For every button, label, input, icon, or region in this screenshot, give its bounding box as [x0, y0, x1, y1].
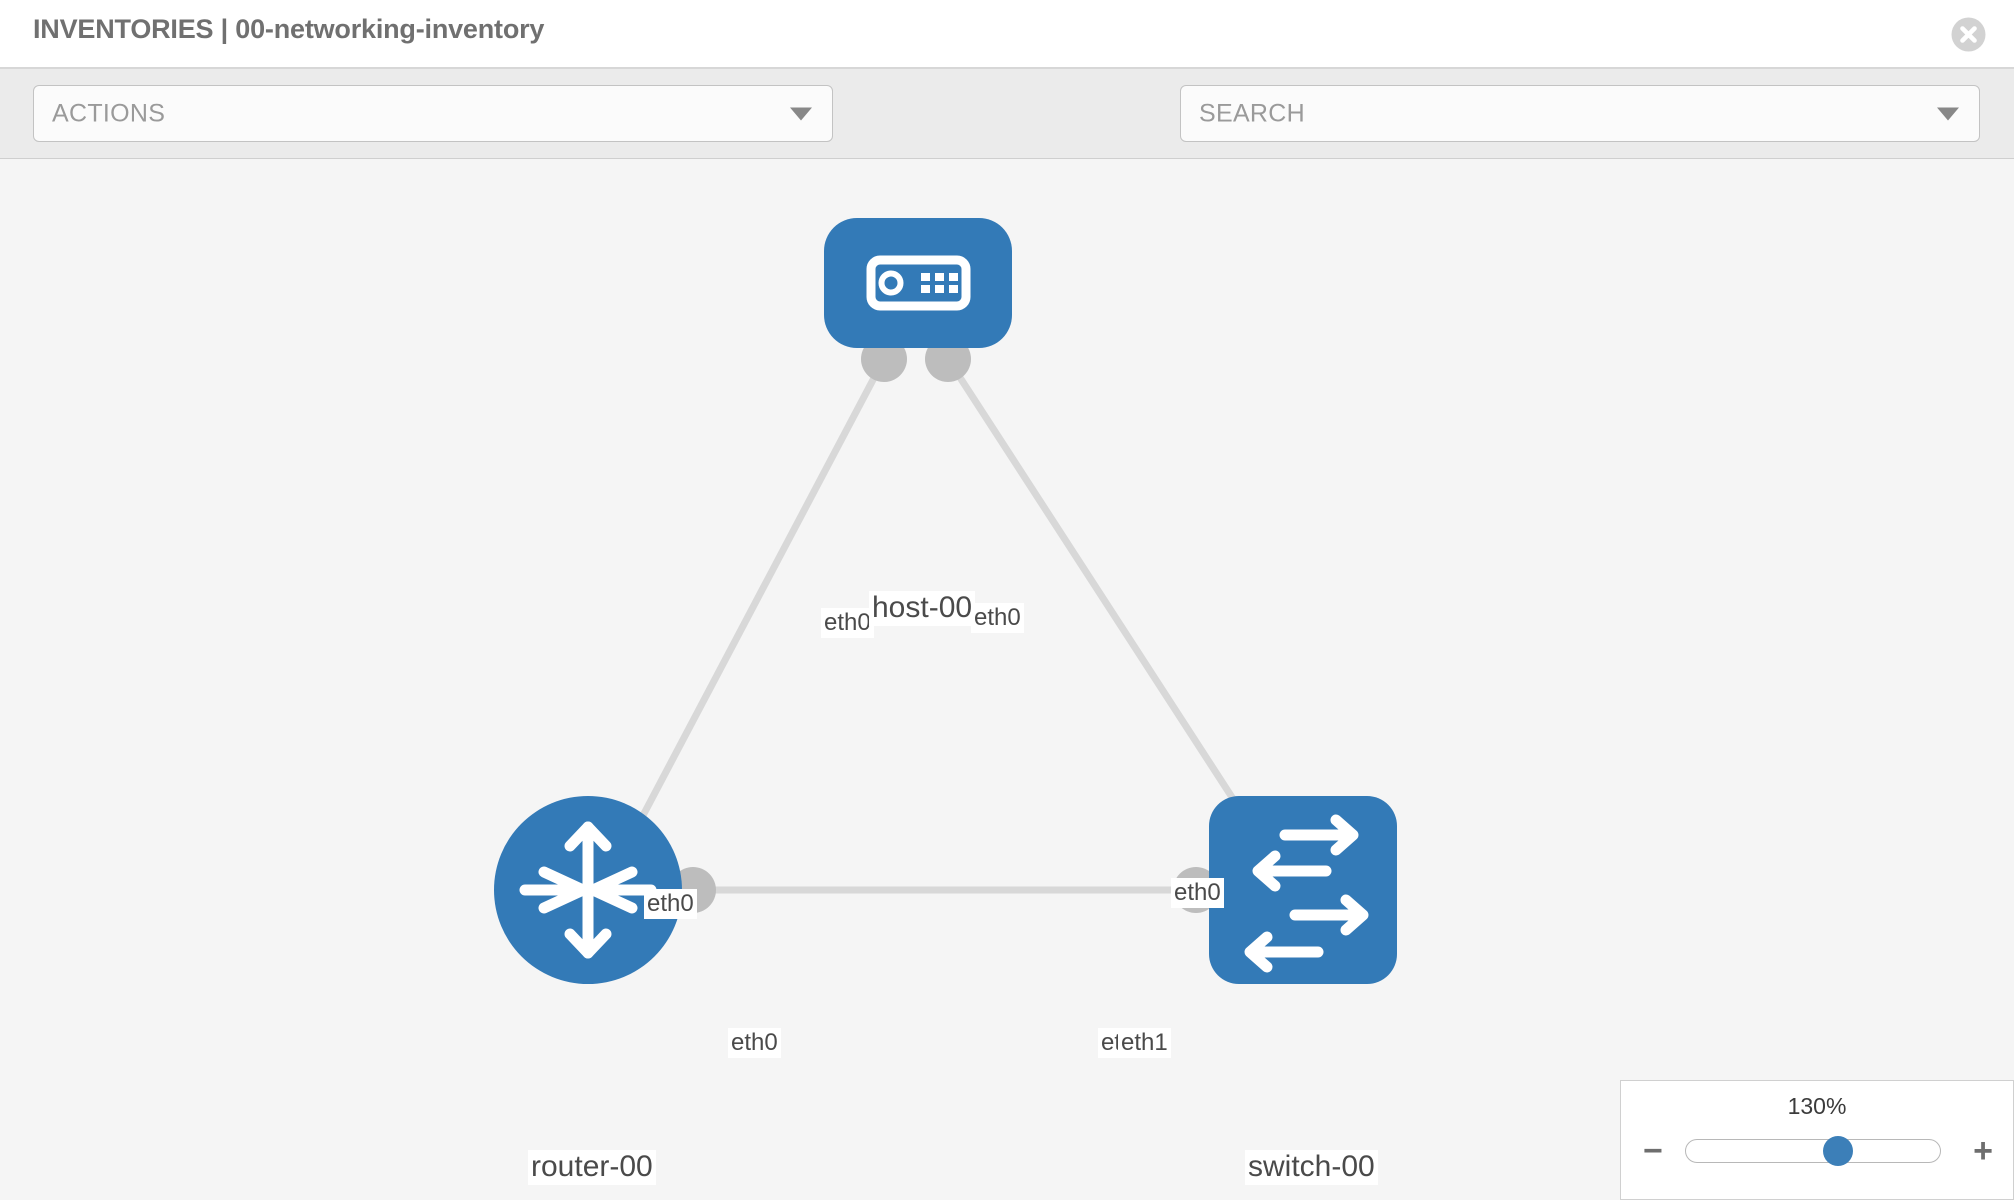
node-router-00[interactable] — [494, 796, 682, 984]
close-icon[interactable] — [1951, 17, 1986, 52]
node-switch-00[interactable] — [1209, 796, 1397, 984]
zoom-slider-row: − + — [1621, 1131, 2013, 1171]
router-arrows-icon — [519, 821, 657, 959]
search-placeholder: SEARCH — [1199, 99, 1305, 127]
edge-label-host-router-source: eth0 — [821, 608, 874, 638]
chevron-down-icon — [790, 107, 812, 120]
toolbar: ACTIONS SEARCH — [0, 69, 2014, 196]
node-label-switch-00: switch-00 — [1245, 1150, 1378, 1185]
chevron-down-icon — [1937, 107, 1959, 120]
node-host-00[interactable] — [824, 218, 1012, 348]
edge-host-switch[interactable] — [945, 357, 1275, 861]
actions-dropdown[interactable]: ACTIONS — [33, 85, 833, 142]
actions-dropdown-label: ACTIONS — [52, 99, 166, 127]
node-label-host-00: host-00 — [869, 591, 976, 626]
edge-label-router-switch-overlap: eth1 — [1118, 1028, 1171, 1058]
zoom-out-button[interactable]: − — [1643, 1132, 1663, 1170]
page-header: INVENTORIES | 00-networking-inventory — [0, 0, 2014, 69]
edge-host-router[interactable] — [616, 357, 888, 861]
page-title: INVENTORIES | 00-networking-inventory — [33, 14, 545, 44]
zoom-slider-thumb[interactable] — [1823, 1136, 1854, 1166]
topology-graph — [494, 218, 1397, 984]
edge-label-host-router-target: eth0 — [644, 889, 697, 919]
server-icon — [866, 255, 971, 311]
zoom-control-panel: 130% − + — [1620, 1080, 2014, 1200]
search-input[interactable]: SEARCH — [1180, 85, 1980, 142]
zoom-slider[interactable] — [1685, 1136, 1941, 1166]
zoom-in-button[interactable]: + — [1973, 1132, 1993, 1170]
edge-label-router-switch-source: eth0 — [728, 1028, 781, 1058]
topology-canvas[interactable]: eth0 eth0 eth0 eth0 eth0 eth0 eth1 host-… — [0, 159, 2014, 1200]
node-label-router-00: router-00 — [528, 1150, 656, 1185]
edge-label-host-switch-source: eth0 — [971, 603, 1024, 633]
edge-label-host-switch-target: eth0 — [1171, 878, 1224, 908]
switch-arrows-icon — [1244, 814, 1369, 973]
zoom-level-value: 130% — [1787, 1093, 1847, 1119]
